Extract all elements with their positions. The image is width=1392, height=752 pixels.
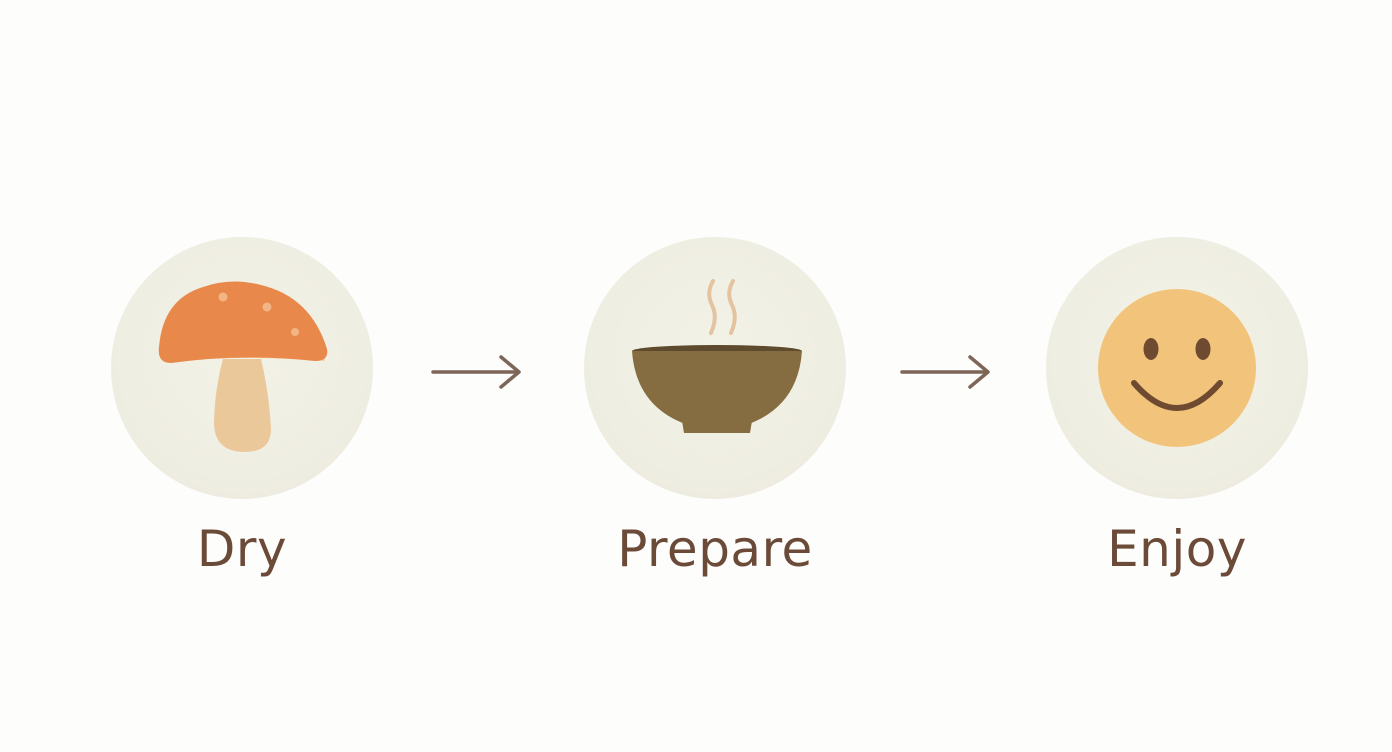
step-enjoy: Enjoy: [1046, 237, 1308, 579]
step-circle: [1046, 237, 1308, 499]
arrow-right-icon: [431, 355, 521, 389]
steaming-bowl-icon: [632, 279, 802, 433]
step-prepare: Prepare: [584, 237, 846, 579]
mushroom-icon: [158, 281, 328, 452]
arrow-right-icon: [900, 355, 990, 389]
step-dry: Dry: [111, 237, 373, 579]
step-label-dry: Dry: [196, 520, 288, 578]
step-circle: [111, 237, 373, 499]
step-label-enjoy: Enjoy: [1107, 520, 1247, 578]
smiley-face-icon: [1098, 289, 1256, 447]
step-circle: [584, 237, 846, 499]
step-label-prepare: Prepare: [617, 520, 813, 578]
